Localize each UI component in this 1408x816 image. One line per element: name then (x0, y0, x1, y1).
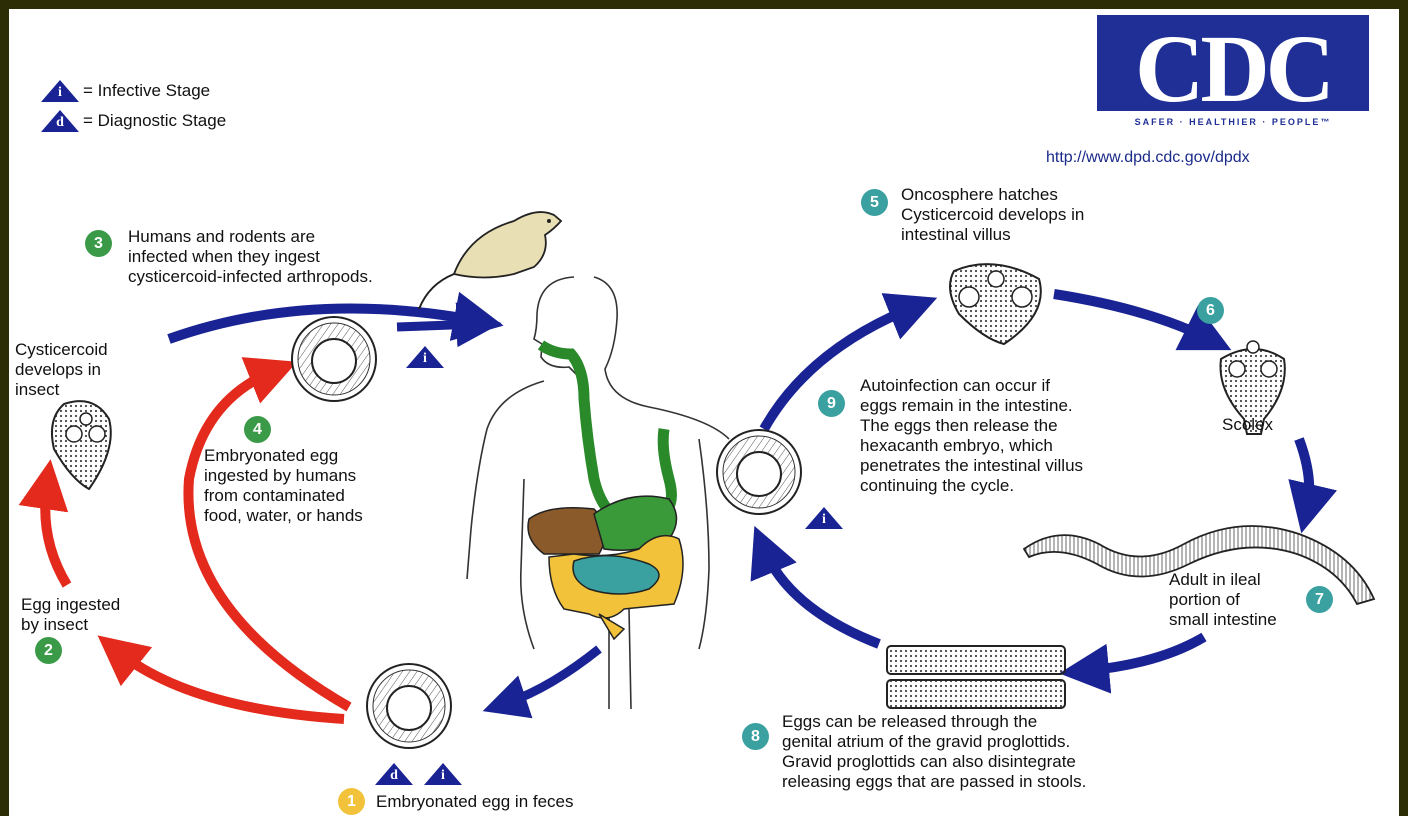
legend-diagnostic-label: = Diagnostic Stage (83, 111, 226, 131)
arrow-adult-to-proglottids (1084, 637, 1204, 671)
step-5-badge: 5 (861, 189, 888, 216)
scolex-label: Scolex (1222, 415, 1273, 435)
cdc-logo: CDC SAFER · HEALTHIER · PEOPLE™ (1097, 15, 1369, 133)
arrow-proglottids-to-autoinfection (764, 549, 879, 644)
step-8-badge: 8 (742, 723, 769, 750)
arrow-insect-egg-to-cysticercoid (45, 484, 67, 585)
cysticercoid-villus (950, 264, 1041, 344)
step-1-badge: 1 (338, 788, 365, 815)
step-2-badge: 2 (35, 637, 62, 664)
egg-ingested (292, 317, 376, 401)
arrow-oncosphere-to-scolex (1054, 294, 1209, 339)
step-4-label: Embryonated egg ingested by humans from … (204, 446, 363, 526)
step-1-label: Embryonated egg in feces (376, 792, 574, 812)
step-6-badge: 6 (1197, 297, 1224, 324)
infective-stage-icon: i (40, 79, 80, 103)
step-9-label: Autoinfection can occur if eggs remain i… (860, 376, 1083, 496)
arrow-body-to-feces-egg (504, 649, 599, 704)
cysticercoid-insect-label: Cysticercoid develops in insect (15, 340, 108, 400)
step-2-label: Egg ingested by insect (21, 595, 120, 635)
step-4-badge: 4 (244, 416, 271, 443)
infective-stage-marker-feces: i (423, 762, 463, 786)
rodent-drawing (419, 212, 561, 309)
source-url[interactable]: http://www.dpd.cdc.gov/dpdx (1046, 149, 1250, 167)
egg-autoinfection (717, 430, 801, 514)
legend-infective-label: = Infective Stage (83, 81, 210, 101)
cysticercoid-insect (52, 401, 111, 489)
step-9-badge: 9 (818, 390, 845, 417)
diagnostic-stage-marker-feces: d (374, 762, 414, 786)
arrow-egg-to-human (397, 324, 479, 327)
infective-stage-marker-autoinfection: i (804, 506, 844, 530)
lifecycle-diagram: i = Infective Stage d = Diagnostic Stage… (9, 9, 1399, 816)
step-7-label: Adult in ileal portion of small intestin… (1169, 570, 1277, 630)
digestive-tract (528, 345, 683, 639)
step-8-label: Eggs can be released through the genital… (782, 712, 1086, 792)
diagnostic-stage-icon: d (40, 109, 80, 133)
gravid-proglottids (887, 646, 1065, 708)
step-3-badge: 3 (85, 230, 112, 257)
arrow-scolex-to-adult (1299, 439, 1309, 509)
infective-stage-marker-ingestion: i (405, 345, 445, 369)
egg-feces (367, 664, 451, 748)
step-3-label: Humans and rodents are infected when the… (128, 227, 373, 287)
step-5-label: Oncosphere hatches Cysticercoid develops… (901, 185, 1084, 245)
step-7-badge: 7 (1306, 586, 1333, 613)
